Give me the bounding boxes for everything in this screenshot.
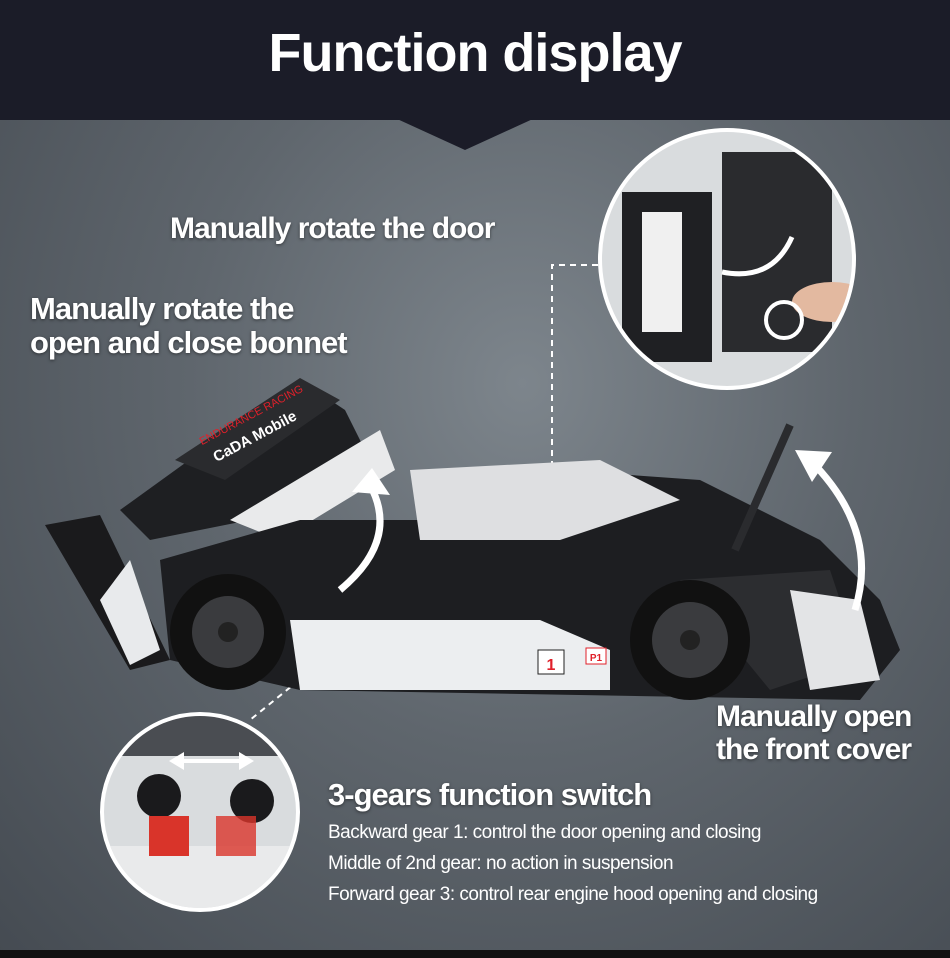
rotate-arrow-icon	[337, 483, 384, 593]
car-class: P1	[590, 653, 603, 664]
open-arrow-icon	[807, 457, 866, 612]
bonnet-label: Manually rotate the open and close bonne…	[30, 291, 348, 361]
car-number: 1	[547, 657, 556, 674]
header-band	[0, 0, 950, 120]
front-cover-label-line2: the front cover	[716, 733, 912, 766]
header-notch	[395, 118, 535, 150]
front-cover-label-line1: Manually open	[716, 700, 912, 733]
gear-3-description: Forward gear 3: control rear engine hood…	[328, 884, 818, 905]
door-detail-closeup	[598, 128, 856, 390]
bottom-border	[0, 950, 950, 958]
gear-2-description: Middle of 2nd gear: no action in suspens…	[328, 853, 674, 874]
rotate-arrow-icon	[721, 235, 795, 277]
bonnet-label-line1: Manually rotate the	[30, 291, 294, 326]
bonnet-label-line2: open and close bonnet	[30, 325, 348, 361]
front-cover-label: Manually open the front cover	[716, 700, 912, 766]
page-title: Function display	[268, 23, 682, 83]
gear-1-description: Backward gear 1: control the door openin…	[328, 822, 761, 843]
gear-switch-closeup	[100, 712, 300, 912]
door-label: Manually rotate the door	[170, 212, 495, 245]
hand-image	[792, 282, 852, 322]
switch-title: 3-gears function switch	[328, 777, 652, 812]
